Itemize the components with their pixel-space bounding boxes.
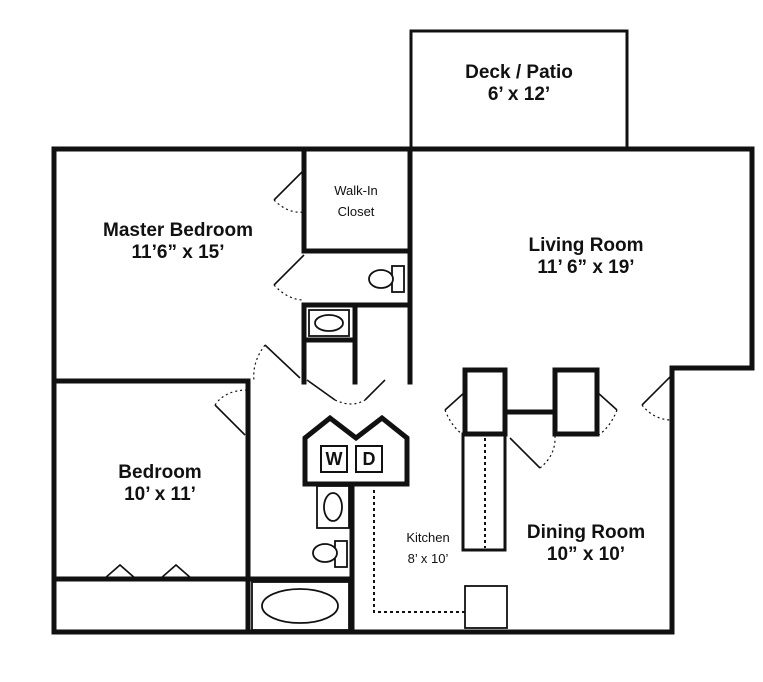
exterior-wall [51, 146, 755, 635]
dining-room-label: Dining Room 10” x 10’ [527, 522, 645, 566]
kitchen-name: Kitchen [406, 530, 450, 545]
door-bedroom-swing [214, 389, 249, 406]
door-bedroom [214, 404, 246, 436]
toilet-lower [312, 543, 338, 563]
walk-in-closet-line2: Closet [337, 203, 375, 219]
door-master-bath [273, 254, 305, 286]
door-living-right-swing [596, 409, 618, 437]
door-walk-in-swing [273, 199, 305, 213]
door-living-left-swing [444, 409, 466, 437]
kitchen-size: 8’ x 10’ [407, 550, 449, 566]
door-pantry [509, 437, 541, 469]
living-room-name: Living Room [528, 235, 644, 256]
dining-room-size: 10” x 10’ [546, 543, 626, 565]
living-room-size: 11’ 6” x 19’ [537, 256, 635, 278]
washer-label: W [325, 449, 343, 469]
dryer-box: D [355, 445, 383, 473]
master-bedroom-label: Master Bedroom 11’6” x 15’ [103, 220, 253, 264]
door-master [264, 344, 301, 379]
kitchen-label: Kitchen 8’ x 10’ [406, 528, 449, 570]
pillar-left [462, 367, 508, 437]
toilet-upper [368, 269, 394, 289]
kitchen-counter-dash [373, 490, 465, 613]
walk-in-closet-label: Walk-In Closet [334, 181, 378, 223]
door-living-right [596, 391, 618, 411]
bathtub-basin [261, 588, 339, 624]
pillar-right [552, 367, 600, 437]
door-master-bath-swing [273, 284, 305, 301]
bedroom-label: Bedroom 10’ x 11’ [118, 462, 201, 506]
door-entry-swing [641, 404, 673, 421]
deck-label: Deck / Patio 6’ x 12’ [465, 62, 573, 106]
dining-room-name: Dining Room [526, 522, 646, 543]
door-master-swing [253, 344, 266, 382]
bedroom-name: Bedroom [118, 462, 202, 483]
door-pantry-swing [539, 435, 556, 469]
door-hall-bath-left [306, 379, 336, 401]
bedroom-size: 10’ x 11’ [124, 483, 196, 505]
fridge [464, 585, 508, 629]
deck-size: 6’ x 12’ [487, 83, 551, 105]
bifold-door-left [103, 563, 137, 580]
door-hall-bath-swing [334, 399, 366, 405]
door-living-left [444, 391, 466, 411]
washer-box: W [320, 445, 348, 473]
living-room-label: Living Room 11’ 6” x 19’ [528, 235, 643, 279]
master-bedroom-name: Master Bedroom [103, 220, 253, 241]
sink-lower-basin [323, 492, 343, 522]
door-hall-bath-right [364, 379, 386, 401]
master-bedroom-size: 11’6” x 15’ [131, 241, 225, 263]
door-entry [641, 374, 673, 406]
bifold-door-right [159, 563, 193, 580]
walk-in-closet-line1: Walk-In [334, 183, 378, 198]
dryer-label: D [362, 449, 376, 469]
deck-name: Deck / Patio [465, 62, 573, 83]
sink-upper-basin [314, 314, 344, 332]
laundry-closet [302, 414, 410, 487]
door-walk-in [273, 169, 305, 201]
